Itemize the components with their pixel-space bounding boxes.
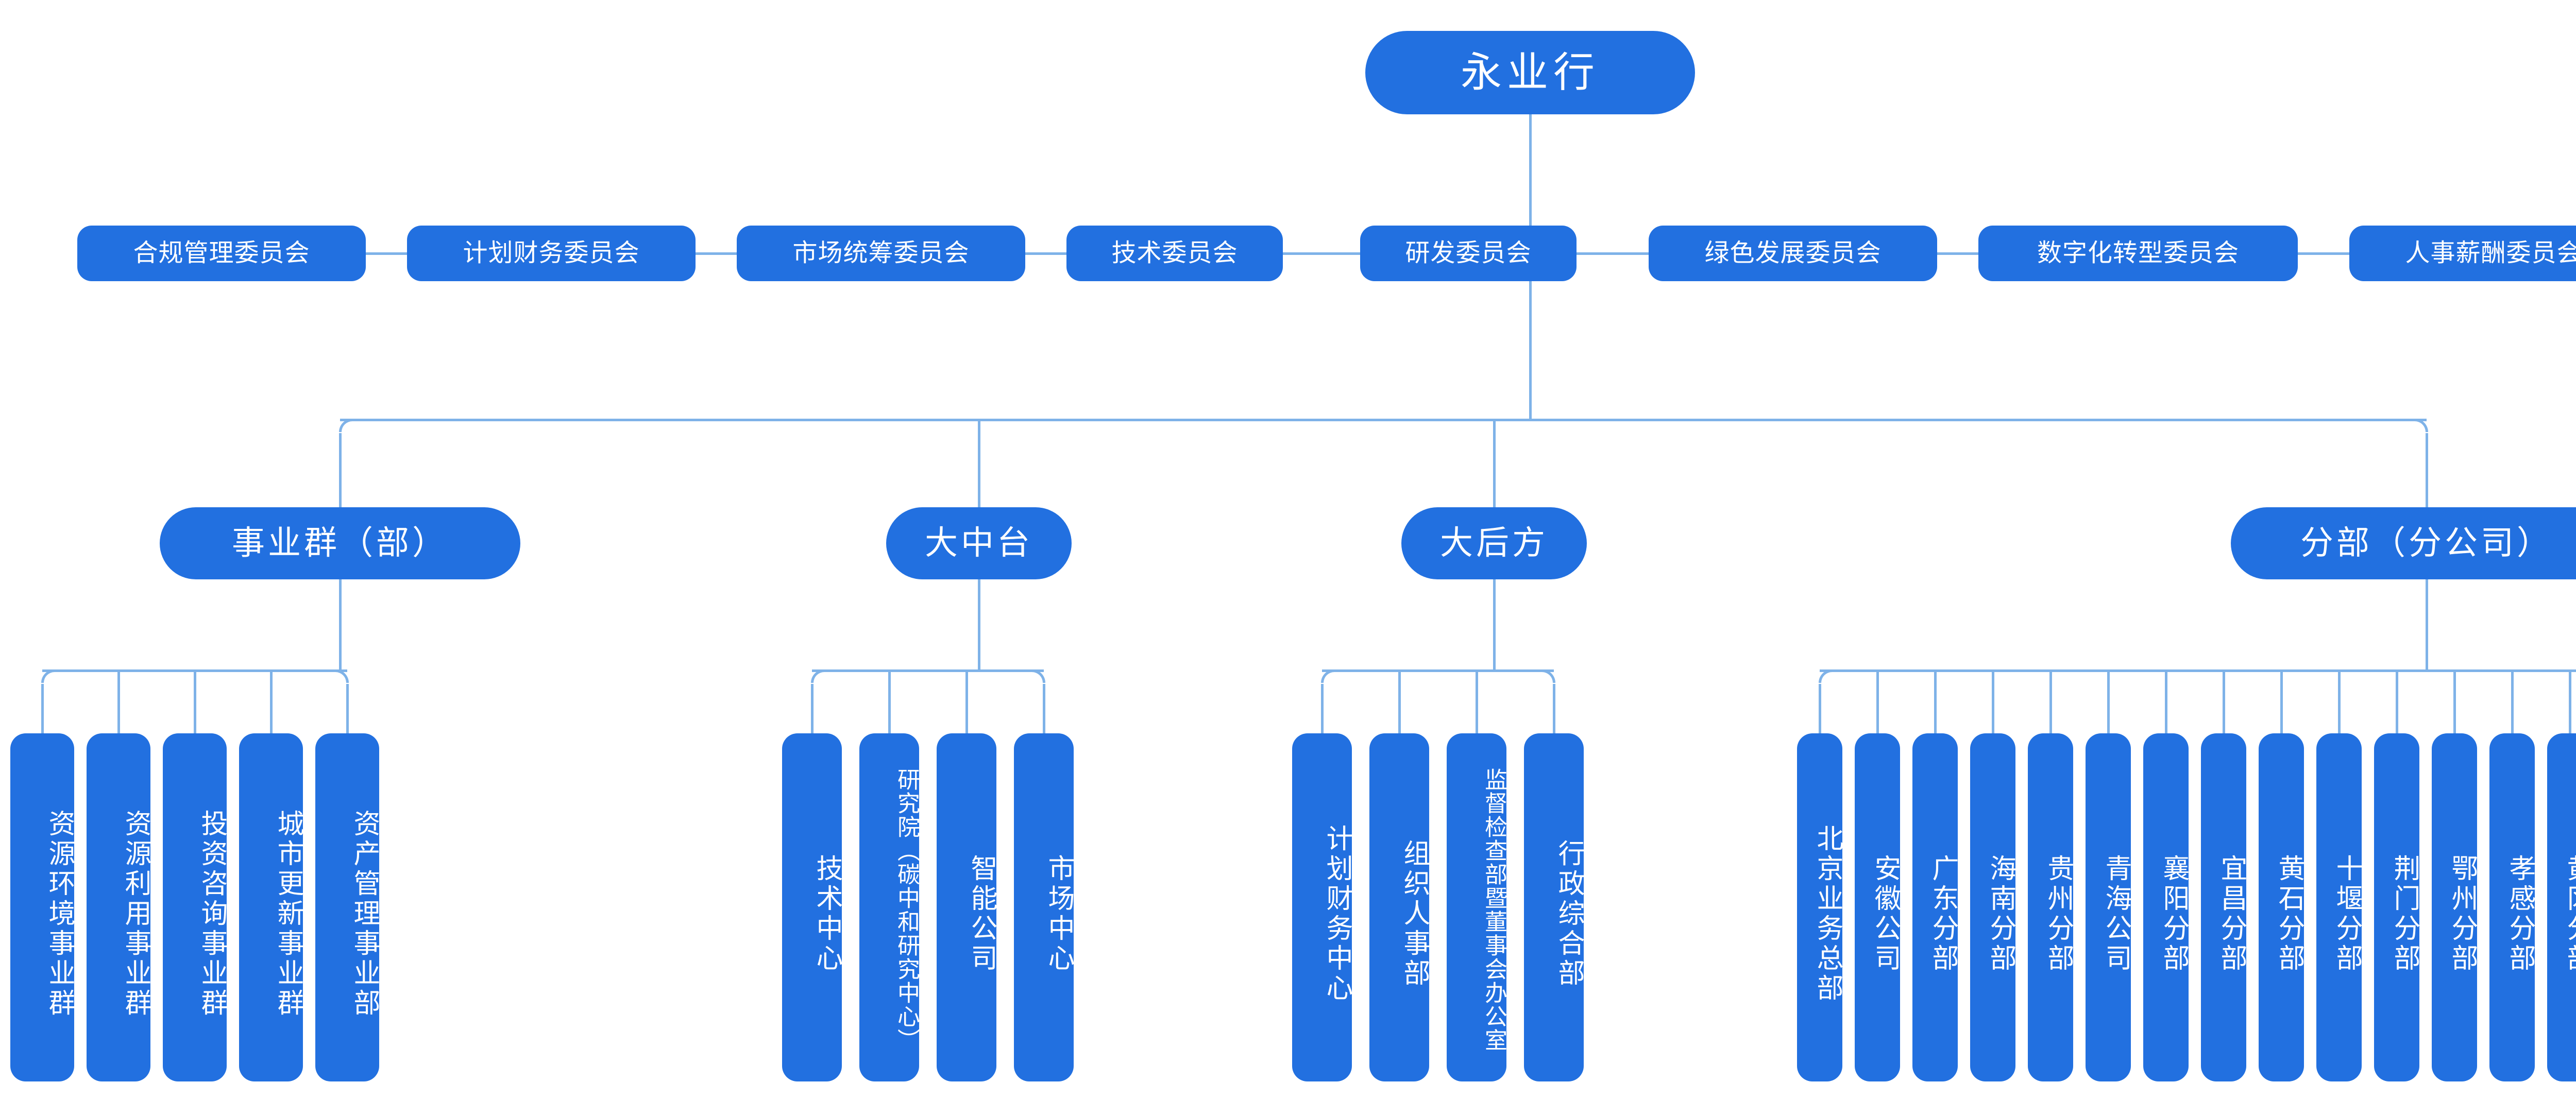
leaf-drop-3-2 [1398, 671, 1401, 733]
unit-node-branches-7[interactable]: 襄阳分部 [2143, 733, 2189, 1081]
leaf-drop-4-6 [2107, 671, 2110, 733]
unit-node-branches-6[interactable]: 青海公司 [2086, 733, 2131, 1081]
unit-node-business-groups-3[interactable]: 投资咨询事业群 [163, 733, 227, 1081]
leaf-parent-stem-2 [977, 579, 980, 671]
group-node-3[interactable]: 大后方 [1401, 507, 1587, 579]
committee-link-3 [1025, 252, 1066, 255]
main-trunk [1529, 281, 1532, 420]
leaf-bus-4 [1820, 669, 2576, 672]
committee-link-4 [1283, 252, 1360, 255]
leaf-drop-4-3 [1934, 671, 1937, 733]
leaf-drop-3-1 [1320, 684, 1324, 733]
unit-node-branches-11[interactable]: 荆门分部 [2374, 733, 2419, 1081]
committee-node-6[interactable]: 绿色发展委员会 [1649, 226, 1937, 281]
leaf-drop-4-7 [2164, 671, 2167, 733]
group-drop-1 [338, 433, 342, 507]
leaf-drop-4-14 [2568, 671, 2571, 733]
leaf-parent-stem-4 [2425, 579, 2428, 671]
leaf-parent-stem-3 [1493, 579, 1496, 671]
committee-link-7 [2298, 252, 2349, 255]
leaf-bus-2 [812, 669, 1044, 672]
leaf-drop-4-10 [2337, 671, 2341, 733]
leaf-drop-1-5 [346, 684, 349, 733]
group-node-4[interactable]: 分部（分公司） [2231, 507, 2576, 579]
unit-node-branches-10[interactable]: 十堰分部 [2316, 733, 2362, 1081]
unit-node-branches-14[interactable]: 黄冈分部 [2547, 733, 2576, 1081]
committee-node-5[interactable]: 研发委员会 [1360, 226, 1577, 281]
root-stem [1529, 114, 1532, 226]
leaf-bus-3 [1322, 669, 1554, 672]
committee-link-2 [696, 252, 737, 255]
unit-node-mid-platform-1[interactable]: 技术中心 [782, 733, 842, 1081]
leaf-drop-4-2 [1876, 671, 1879, 733]
root-node[interactable]: 永业行 [1365, 31, 1695, 114]
unit-node-back-office-1[interactable]: 计划财务中心 [1292, 733, 1352, 1081]
leaf-drop-4-5 [2049, 671, 2052, 733]
unit-node-mid-platform-2[interactable]: 研究院（碳中和研究中心） [859, 733, 919, 1081]
leaf-drop-4-9 [2280, 671, 2283, 733]
unit-node-branches-2[interactable]: 安徽公司 [1855, 733, 1900, 1081]
unit-node-mid-platform-3[interactable]: 智能公司 [937, 733, 996, 1081]
unit-node-branches-12[interactable]: 鄂州分部 [2432, 733, 2477, 1081]
leaf-drop-1-3 [193, 671, 196, 733]
unit-node-branches-1[interactable]: 北京业务总部 [1797, 733, 1842, 1081]
leaf-drop-4-13 [2511, 671, 2514, 733]
unit-node-business-groups-2[interactable]: 资源利用事业群 [87, 733, 150, 1081]
leaf-drop-1-4 [269, 671, 273, 733]
group-node-1[interactable]: 事业群（部） [160, 507, 520, 579]
committee-node-7[interactable]: 数字化转型委员会 [1978, 226, 2298, 281]
committee-link-5 [1577, 252, 1649, 255]
unit-node-back-office-4[interactable]: 行政综合部 [1524, 733, 1584, 1081]
leaf-drop-1-1 [41, 684, 44, 733]
leaf-drop-4-1 [1818, 684, 1821, 733]
unit-node-branches-13[interactable]: 孝感分部 [2489, 733, 2535, 1081]
group-drop-3 [1493, 420, 1496, 507]
group-drop-4 [2425, 433, 2428, 507]
committee-node-2[interactable]: 计划财务委员会 [407, 226, 696, 281]
leaf-drop-4-11 [2395, 671, 2398, 733]
group-drop-2 [977, 420, 980, 507]
leaf-drop-3-3 [1475, 671, 1478, 733]
leaf-drop-4-8 [2222, 671, 2225, 733]
group-node-2[interactable]: 大中台 [886, 507, 1072, 579]
leaf-drop-2-4 [1042, 684, 1045, 733]
leaf-parent-stem-1 [338, 579, 342, 671]
unit-node-branches-3[interactable]: 广东分部 [1912, 733, 1958, 1081]
committee-node-1[interactable]: 合规管理委员会 [77, 226, 366, 281]
unit-node-back-office-2[interactable]: 组织人事部 [1369, 733, 1429, 1081]
committee-link-6 [1937, 252, 1978, 255]
committee-link-1 [366, 252, 407, 255]
unit-node-branches-9[interactable]: 黄石分部 [2259, 733, 2304, 1081]
leaf-drop-4-12 [2453, 671, 2456, 733]
committee-node-3[interactable]: 市场统筹委员会 [737, 226, 1025, 281]
unit-node-business-groups-4[interactable]: 城市更新事业群 [239, 733, 303, 1081]
unit-node-back-office-3[interactable]: 监督检查部暨董事会办公室 [1447, 733, 1506, 1081]
leaf-drop-4-4 [1991, 671, 1994, 733]
committee-node-8[interactable]: 人事薪酬委员会 [2349, 226, 2576, 281]
leaf-drop-2-3 [965, 671, 968, 733]
unit-node-branches-8[interactable]: 宜昌分部 [2201, 733, 2246, 1081]
unit-node-business-groups-1[interactable]: 资源环境事业群 [10, 733, 74, 1081]
unit-node-mid-platform-4[interactable]: 市场中心 [1014, 733, 1074, 1081]
leaf-drop-3-4 [1552, 684, 1555, 733]
leaf-drop-1-2 [117, 671, 120, 733]
committee-node-4[interactable]: 技术委员会 [1066, 226, 1283, 281]
unit-node-business-groups-5[interactable]: 资产管理事业部 [315, 733, 379, 1081]
unit-node-branches-4[interactable]: 海南分部 [1970, 733, 2015, 1081]
group-bus [340, 418, 2427, 421]
leaf-drop-2-2 [888, 671, 891, 733]
leaf-drop-2-1 [810, 684, 814, 733]
unit-node-branches-5[interactable]: 贵州分部 [2028, 733, 2073, 1081]
